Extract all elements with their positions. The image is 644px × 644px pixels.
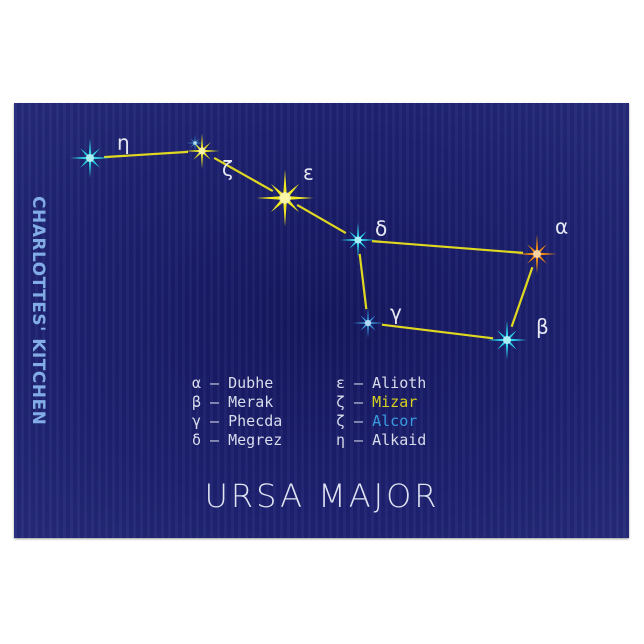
star-core	[85, 153, 95, 163]
legend-greek: ζ	[336, 393, 346, 411]
legend-item: β – Merak	[192, 393, 274, 411]
constellation-line	[510, 266, 534, 328]
legend-name: Alioth	[372, 374, 427, 392]
star-mizar	[184, 133, 220, 169]
star-label: η	[117, 131, 130, 155]
legend-item: ζ – Mizar	[336, 393, 418, 411]
legend-item: ε – Alioth	[336, 374, 427, 392]
star-label: γ	[390, 301, 402, 325]
legend-item: α – Dubhe	[192, 374, 274, 392]
legend-greek: γ	[192, 412, 202, 430]
title: URSA MAJOR	[204, 477, 440, 515]
legend-item: γ – Phecda	[192, 412, 283, 430]
legend-name: Alkaid	[372, 431, 427, 449]
constellation-line	[358, 253, 368, 310]
star-core	[502, 335, 512, 345]
legend-left: α – Dubhe β – Merak γ – Phecda δ – Megre…	[192, 374, 282, 450]
legend-greek: α	[192, 374, 202, 392]
cutting-board	[14, 103, 629, 538]
star-core	[532, 249, 542, 259]
legend-right: ε – Alioth ζ – Mizar ζ – Alcor η – Alkai…	[336, 374, 426, 450]
legend-item: ζ – Alcor	[336, 412, 418, 430]
star-megrez	[340, 222, 376, 258]
star-alcor	[186, 134, 204, 152]
legend-name: Dubhe	[228, 374, 274, 392]
star-phecda	[352, 307, 384, 339]
legend-greek: β	[192, 393, 202, 411]
legend-greek: ε	[336, 374, 346, 392]
constellation-line	[103, 150, 189, 159]
star-label: ε	[303, 161, 314, 185]
star-core	[198, 147, 206, 155]
constellation-line	[381, 323, 494, 340]
legend-item: δ – Megrez	[192, 431, 283, 449]
legend-name: Megrez	[228, 431, 283, 449]
legend-name: Phecda	[228, 412, 283, 430]
star-label: δ	[375, 217, 387, 241]
constellation-line	[296, 204, 347, 234]
star-alioth	[256, 169, 314, 227]
star-core	[354, 236, 362, 244]
star-label: ζ	[222, 157, 233, 181]
legend-greek: δ	[192, 431, 202, 449]
legend-item: η – Alkaid	[336, 431, 427, 449]
legend-name: Alcor	[372, 412, 418, 430]
star-label: α	[555, 215, 568, 239]
star-merak	[487, 320, 527, 360]
legend-name: Merak	[228, 393, 274, 411]
constellation-line	[371, 239, 524, 255]
star-core	[364, 319, 372, 327]
constellation-line	[213, 156, 274, 193]
star-core	[193, 141, 197, 145]
legend-name: Mizar	[372, 393, 418, 411]
legend-greek: ζ	[336, 412, 346, 430]
star-core	[279, 192, 291, 204]
legend-greek: η	[336, 431, 346, 449]
star-alkaid	[70, 138, 110, 178]
star-dubhe	[517, 234, 557, 274]
star-label: β	[536, 315, 549, 339]
